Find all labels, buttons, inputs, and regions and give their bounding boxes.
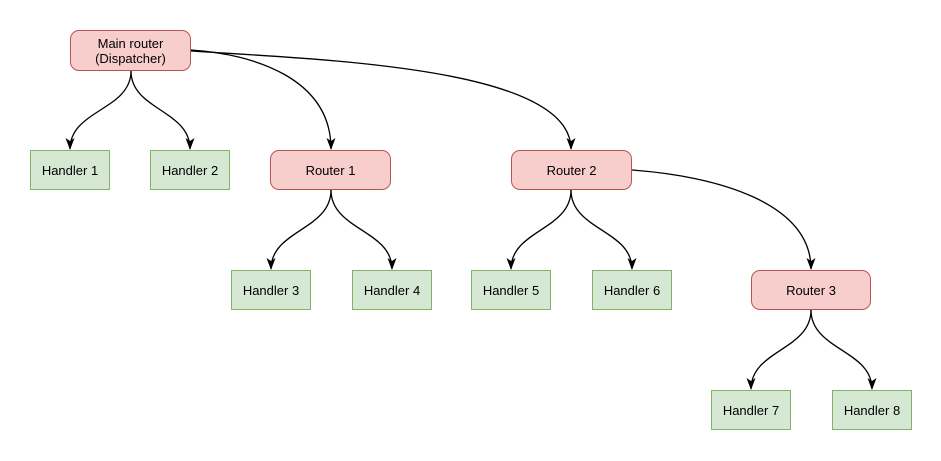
node-handler-1: Handler 1 bbox=[30, 150, 110, 190]
edge-router-2-to-handler-5 bbox=[506, 189, 572, 270]
node-handler-8: Handler 8 bbox=[832, 390, 912, 430]
edge-router-2-to-handler-6 bbox=[570, 189, 637, 270]
node-router-3: Router 3 bbox=[751, 270, 871, 310]
node-handler-5: Handler 5 bbox=[471, 270, 551, 310]
edge-main-router-to-router-1 bbox=[190, 49, 336, 150]
edge-router-1-to-handler-3 bbox=[266, 189, 332, 270]
node-main-router: Main router (Dispatcher) bbox=[70, 30, 191, 71]
node-router-2: Router 2 bbox=[511, 150, 632, 190]
edge-router-2-to-router-3 bbox=[631, 169, 816, 270]
edge-router-3-to-handler-8 bbox=[810, 309, 877, 390]
edge-router-1-to-handler-4 bbox=[330, 189, 397, 270]
node-handler-3: Handler 3 bbox=[231, 270, 311, 310]
edge-main-router-to-handler-2 bbox=[130, 70, 195, 150]
edge-main-router-to-handler-1 bbox=[65, 70, 132, 150]
node-router-1: Router 1 bbox=[270, 150, 391, 190]
node-handler-7: Handler 7 bbox=[711, 390, 791, 430]
node-handler-4: Handler 4 bbox=[352, 270, 432, 310]
edge-main-router-to-router-2 bbox=[190, 50, 576, 150]
node-handler-2: Handler 2 bbox=[150, 150, 230, 190]
edge-router-3-to-handler-7 bbox=[746, 309, 812, 390]
node-handler-6: Handler 6 bbox=[592, 270, 672, 310]
